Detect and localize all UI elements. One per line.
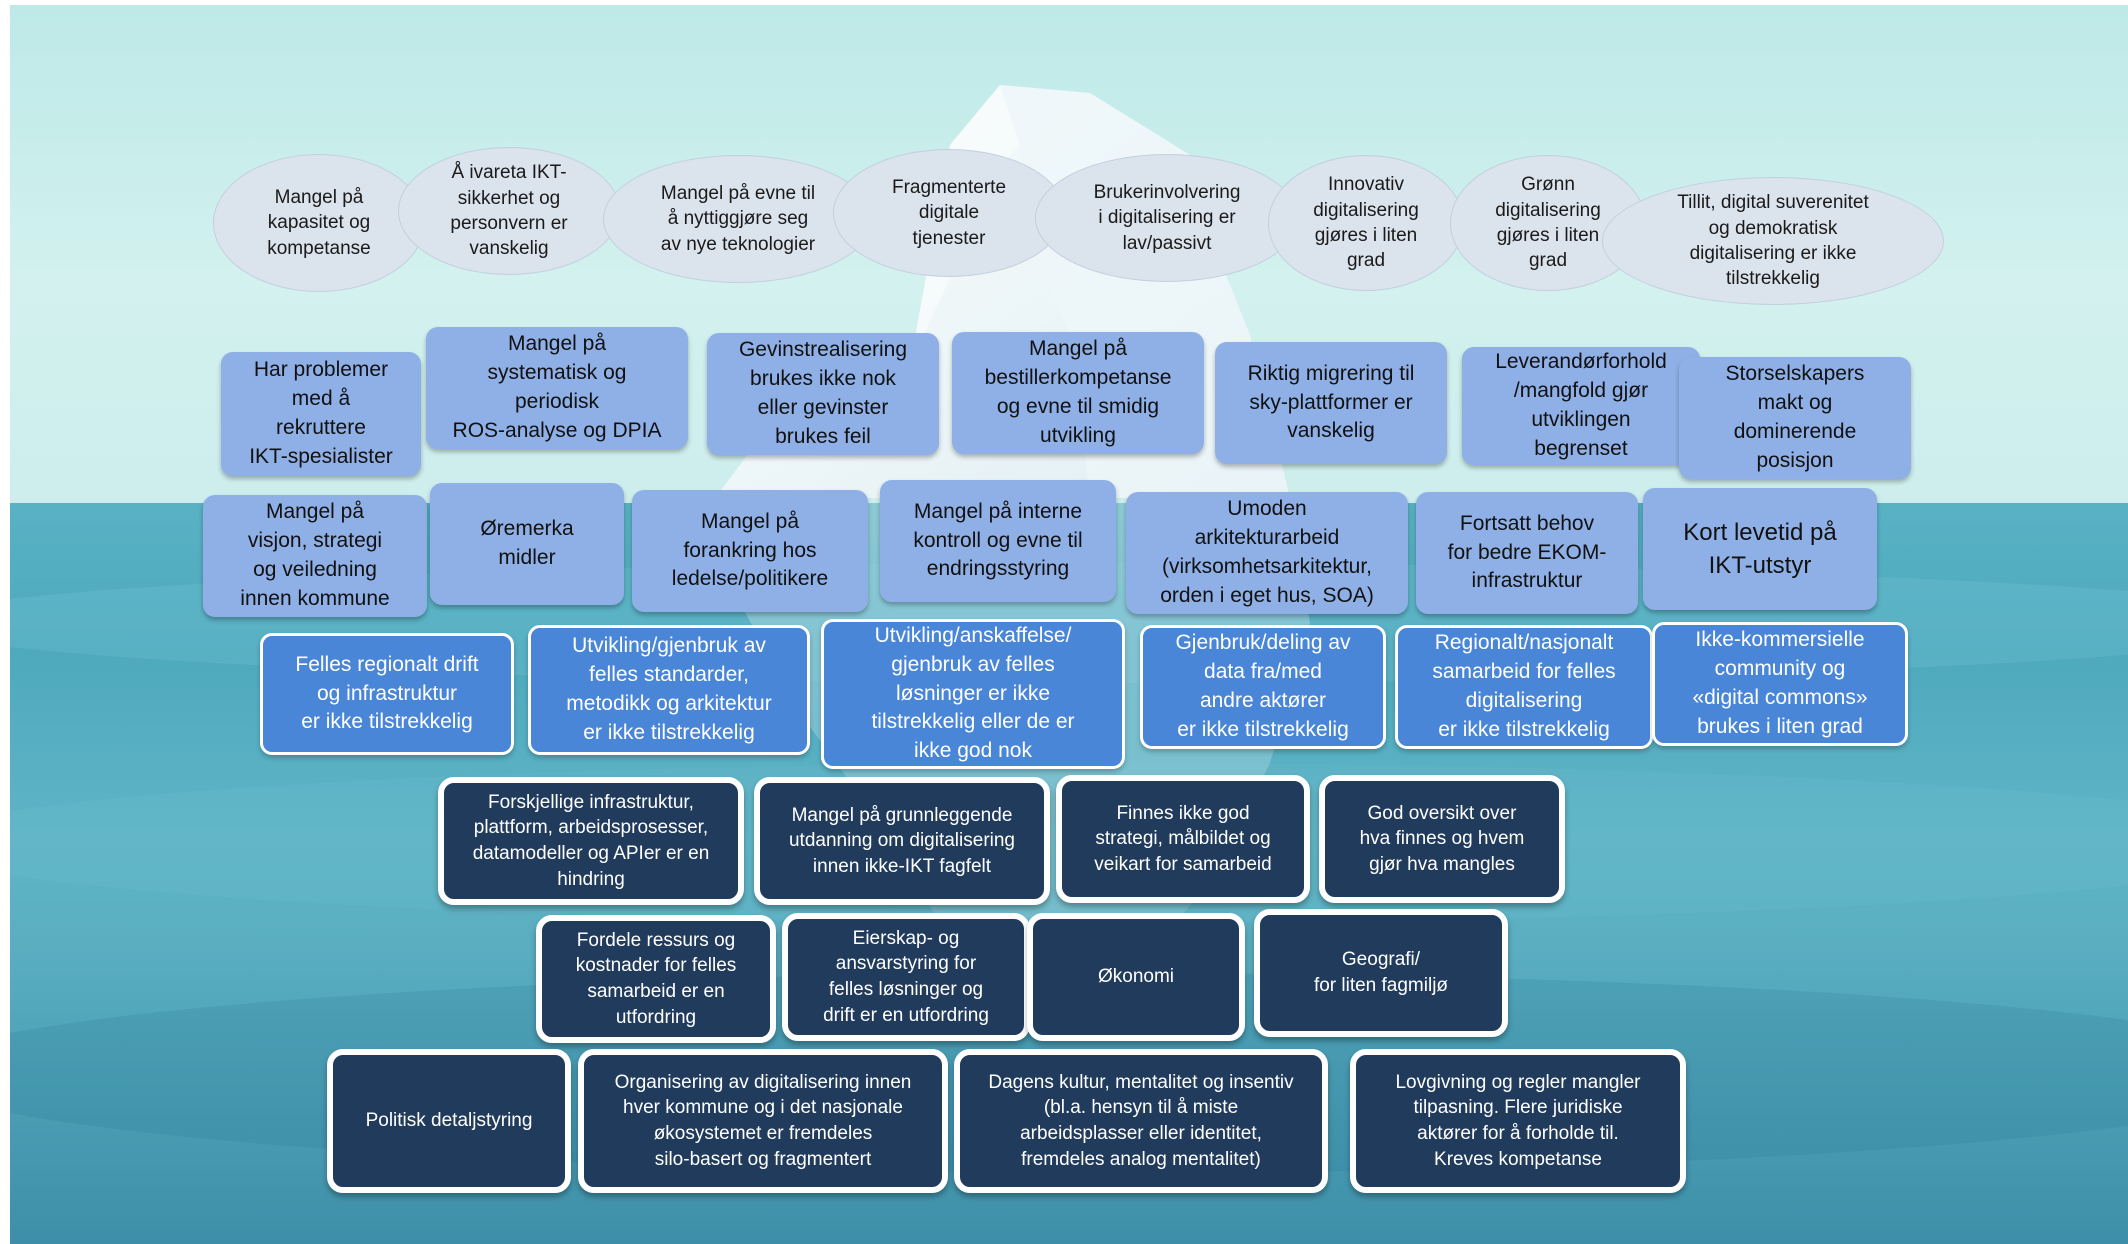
box-politisk-detaljstyring: Politisk detaljstyring [327, 1049, 571, 1193]
box-okonomi: Økonomi [1027, 913, 1245, 1041]
box-kultur-mentalitet: Dagens kultur, mentalitet og insentiv(bl… [954, 1049, 1328, 1193]
box-label: Økonomi [1097, 966, 1175, 988]
box-label: Geografi/for liten fagmiljø [1313, 949, 1449, 996]
box-geografi: Geografi/for liten fagmiljø [1254, 909, 1508, 1037]
box-label: Forskjellige infrastruktur,plattform, ar… [472, 791, 710, 890]
box-label: Dagens kultur, mentalitet og insentiv(bl… [988, 1071, 1294, 1170]
box-label: Politisk detaljstyring [365, 1110, 533, 1132]
box-label: Utvikling/anskaffelse/gjenbruk av felles… [871, 623, 1075, 763]
box-forskjellige-infrastruktur: Forskjellige infrastruktur,plattform, ar… [438, 777, 744, 905]
box-felles-losninger: Utvikling/anskaffelse/gjenbruk av felles… [821, 619, 1125, 769]
